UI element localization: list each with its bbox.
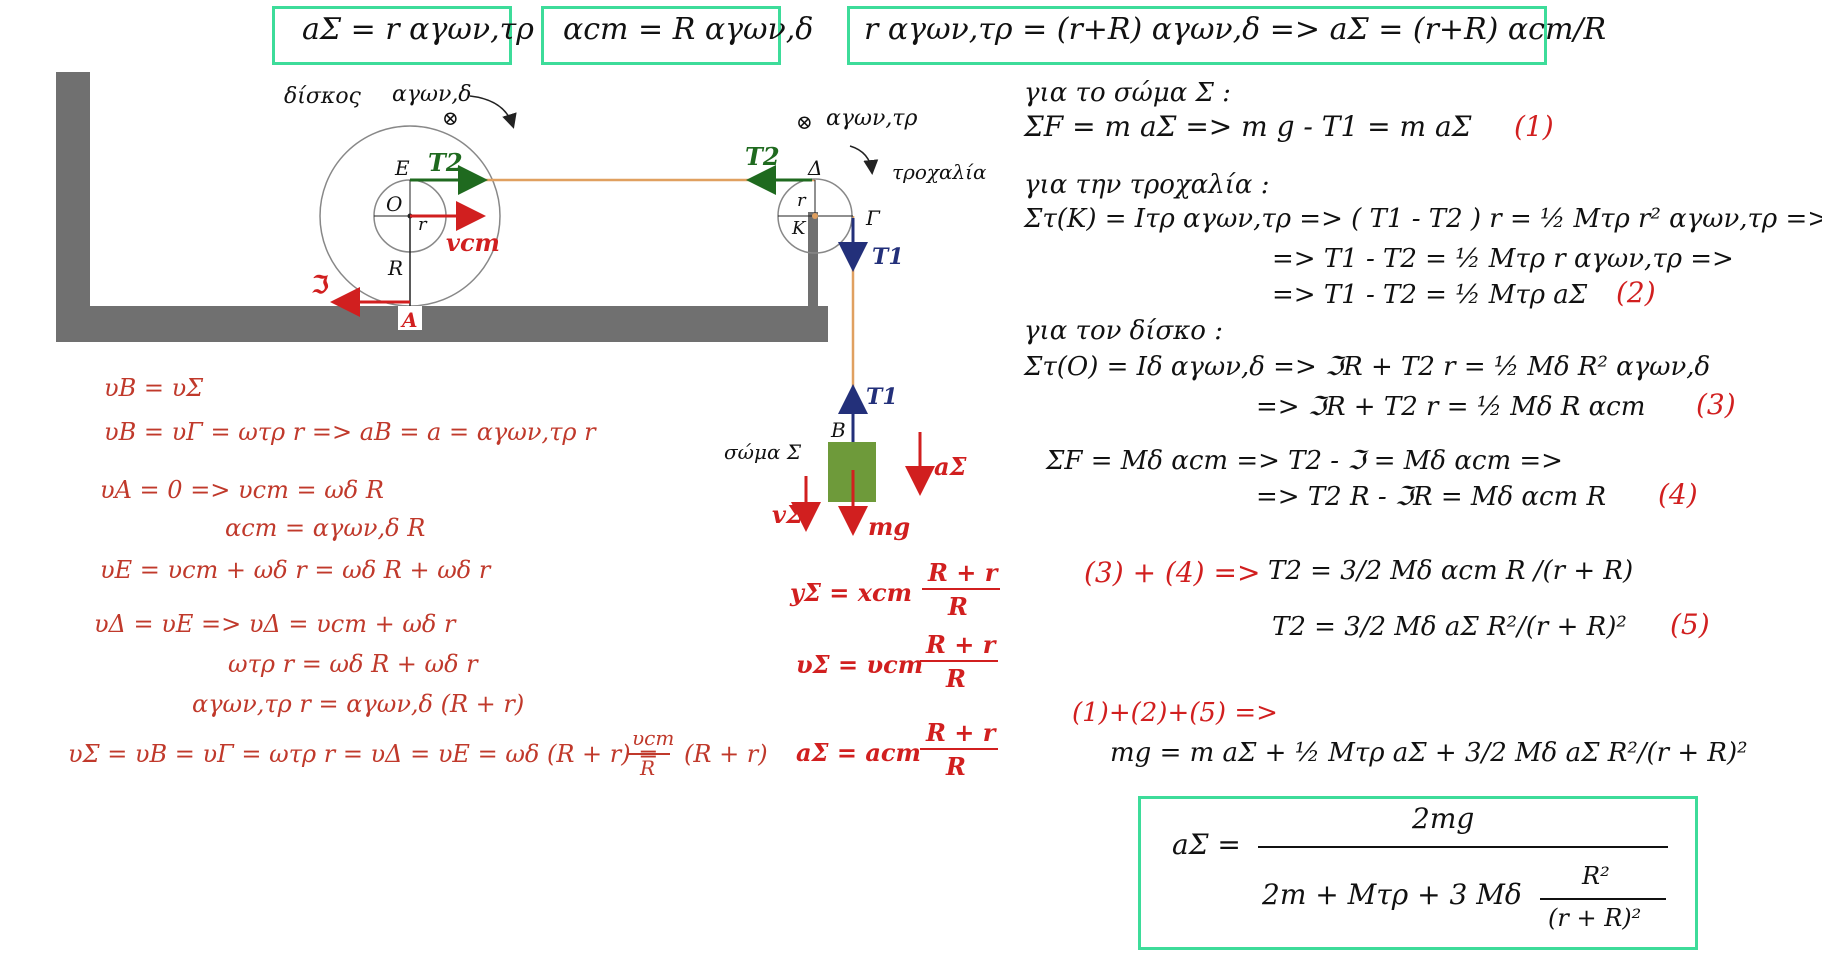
mid-v-line — [920, 660, 998, 662]
point-Delta: Δ — [808, 156, 823, 180]
label-T2-disk: T2 — [428, 148, 463, 177]
right-l6n: (2) — [1616, 276, 1656, 309]
right-l6: => T1 - T2 = ½ Μτρ aΣ — [1272, 280, 1588, 310]
left-eq-10: (R + r) — [684, 740, 768, 768]
label-T1-bottom: T1 — [866, 384, 898, 410]
curved-arrow-pulley — [849, 145, 879, 175]
right-l14: (1)+(2)+(5) => — [1072, 698, 1278, 728]
right-l8: Στ(Ο) = Ιδ αγων,δ => ℑR + T2 r = ½ Μδ R²… — [1024, 352, 1711, 382]
right-l12b: T2 = 3/2 Μδ αcm R /(r + R) — [1268, 556, 1634, 586]
right-l10: ΣF = Μδ αcm => T2 - ℑ = Μδ αcm => — [1046, 446, 1563, 476]
label-friction: ℑ — [312, 270, 329, 299]
label-pulley-ang: αγων,τρ — [826, 106, 918, 131]
label-a-sigma: aΣ — [934, 452, 967, 481]
right-l11n: (4) — [1658, 478, 1698, 511]
mid-a-lhs: aΣ = acm — [796, 738, 921, 767]
right-l4: Στ(Κ) = Ιτρ αγων,τρ => ( T1 - T2 ) r = ½… — [1024, 204, 1822, 234]
left-wall — [56, 72, 90, 342]
left-frac-den: R — [640, 756, 656, 780]
right-l12a: (3) + (4) => — [1084, 556, 1261, 589]
left-eq-7: ωτρ r = ωδ R + ωδ r — [228, 650, 478, 678]
label-disk-ang: αγων,δ — [392, 82, 472, 107]
left-eq-2: υB = υΓ = ωτρ r => aB = a = αγων,τρ r — [104, 418, 596, 446]
point-r: r — [418, 214, 427, 235]
mid-v-den: R — [946, 664, 966, 693]
mid-y-line — [922, 588, 1000, 590]
left-eq-4: αcm = αγων,δ R — [225, 514, 426, 542]
point-A: A — [402, 308, 418, 332]
mid-v-lhs: υΣ = υcm — [796, 650, 924, 679]
point-A-box — [398, 306, 422, 330]
final-main-line — [1258, 846, 1668, 848]
point-O: O — [386, 192, 403, 216]
point-K: K — [792, 218, 806, 239]
label-disk: δίσκος — [284, 84, 361, 109]
mid-y-num: R + r — [928, 558, 998, 587]
left-eq-9: υΣ = υB = υΓ = ωτρ r = υΔ = υE = ωδ (R +… — [68, 740, 659, 768]
right-l15: mg = m aΣ + ½ Μτρ aΣ + 3/2 Μδ aΣ R²/(r +… — [1110, 738, 1748, 768]
top-box-3-text: r αγων,τρ = (r+R) αγων,δ => aΣ = (r+R) α… — [864, 12, 1607, 47]
curved-arrow-disk — [469, 95, 517, 129]
right-l3: για την τροχαλία : — [1024, 170, 1270, 200]
label-T2-pulley: T2 — [745, 142, 780, 171]
otimes-disk: ⊗ — [442, 106, 459, 130]
top-box-1 — [272, 6, 512, 65]
right-l13: T2 = 3/2 Μδ aΣ R²/(r + R)² — [1272, 612, 1627, 642]
top-box-3 — [847, 6, 1547, 65]
right-l9n: (3) — [1696, 388, 1736, 421]
right-l7: για τον δίσκο : — [1024, 316, 1223, 346]
label-mg: mg — [868, 512, 911, 541]
pulley-post — [808, 212, 818, 308]
point-E: E — [395, 156, 410, 180]
label-pulley: τροχαλία — [892, 160, 987, 184]
final-inner-num: R² — [1582, 862, 1610, 890]
final-result-box — [1138, 796, 1698, 950]
left-eq-1: υB = υΣ — [104, 374, 204, 402]
mid-v-num: R + r — [926, 630, 996, 659]
mid-y-lhs: yΣ = xcm — [790, 578, 913, 607]
right-l13n: (5) — [1670, 608, 1710, 641]
left-frac-num: υcm — [632, 726, 675, 750]
final-num: 2mg — [1412, 802, 1475, 835]
left-eq-5: υE = υcm + ωδ r = ωδ R + ωδ r — [100, 556, 491, 584]
point-B: B — [831, 418, 846, 442]
left-frac-line — [628, 753, 670, 755]
left-eq-6: υΔ = υE => υΔ = υcm + ωδ r — [94, 610, 456, 638]
top-box-2 — [541, 6, 781, 65]
right-l2n: (1) — [1514, 110, 1554, 143]
right-l1: για το σώμα Σ : — [1024, 78, 1231, 108]
final-den-left: 2m + Μτρ + 3 Μδ — [1262, 878, 1522, 911]
final-inner-den: (r + R)² — [1548, 904, 1642, 932]
mid-a-den: R — [946, 752, 966, 781]
pulley-axle — [812, 213, 818, 219]
right-l5: => T1 - T2 = ½ Μτρ r αγων,τρ => — [1272, 244, 1734, 274]
right-l11: => T2 R - ℑR = Μδ αcm R — [1256, 482, 1607, 512]
right-l2: ΣF = m aΣ => m g - T1 = m aΣ — [1024, 110, 1472, 143]
point-r2: r — [797, 190, 806, 211]
floor — [56, 306, 828, 342]
left-eq-8: αγων,τρ r = αγων,δ (R + r) — [192, 690, 525, 718]
mid-y-den: R — [948, 592, 968, 621]
wall-floor — [56, 72, 828, 342]
final-lhs: aΣ = — [1172, 828, 1241, 861]
label-vcm: vcm — [446, 228, 500, 257]
top-box-2-text: αcm = R αγων,δ — [563, 12, 814, 47]
mid-a-num: R + r — [926, 718, 996, 747]
point-Gamma: Γ — [866, 206, 880, 230]
label-T1-top: T1 — [872, 244, 904, 270]
right-l9: => ℑR + T2 r = ½ Μδ R αcm — [1256, 392, 1646, 422]
final-inner-line — [1540, 898, 1666, 900]
label-v-sigma: vΣ — [772, 500, 803, 529]
point-R: R — [388, 256, 404, 280]
pulley — [777, 178, 853, 254]
top-box-1-text: aΣ = r αγων,τρ — [302, 12, 534, 47]
otimes-pulley: ⊗ — [796, 110, 813, 134]
left-eq-3: υA = 0 => υcm = ωδ R — [100, 476, 384, 504]
label-body-sigma: σώμα Σ — [724, 440, 801, 464]
mid-a-line — [920, 748, 998, 750]
